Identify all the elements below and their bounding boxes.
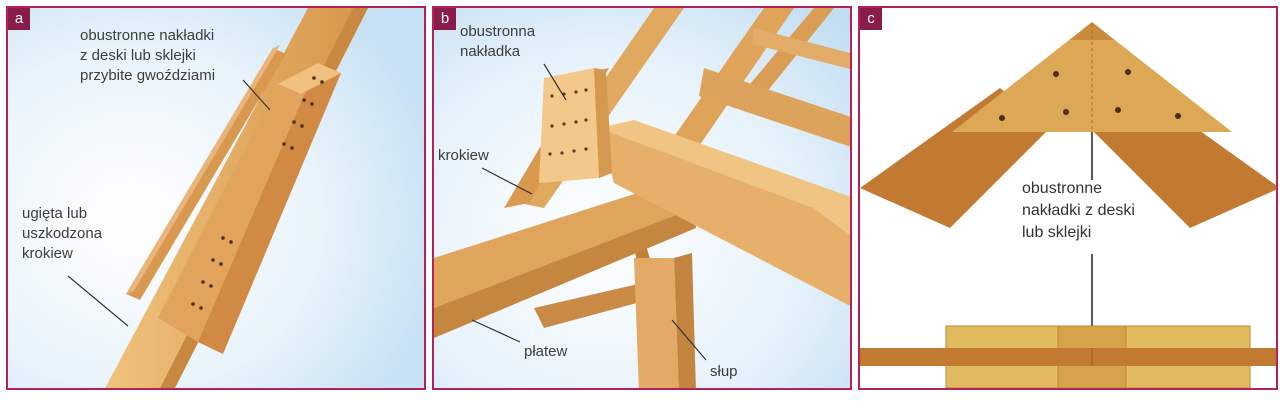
back-overlay-edge [126,45,280,294]
label-overlay-a: obustronne nakładki z deski lub sklejki … [80,26,215,86]
leader-line-rafter [481,167,533,195]
label-line: obustronna [460,23,536,40]
label-line: ugięta lub [22,205,88,222]
purlin-underside [434,208,696,338]
leader-line-post [671,319,707,361]
leader-line-purlin [471,319,521,343]
gusset-plate [952,22,1232,132]
panel-letter-b: b [434,8,456,30]
purlin [434,178,694,308]
background-beam [699,68,850,147]
label-purlin-b: płatew [524,343,568,360]
tie-beam-top [599,120,850,235]
label-line: nakładka [460,43,521,60]
panel-a: a obustronne nakładki z deski lub sklejk… [6,6,426,390]
nails [191,76,324,310]
background-beam [752,28,850,69]
leader-line-overlay [242,79,271,111]
label-line: obustronne nakładki [80,27,215,44]
plan-rafter [860,348,1276,366]
front-overlay-plank [198,63,341,354]
leader-line-rafter [67,275,129,327]
front-overlay-top [278,63,341,94]
label-line: krokiew [22,245,73,262]
label-rafter-a: ugięta lub uszkodzona krokiew [22,204,102,264]
post-side [674,253,696,388]
overlay-plate [539,68,599,183]
label-line: lub sklejki [1022,224,1092,241]
background-rafter [734,8,834,108]
panel-b: b obustronna nakładka krokiew płatew słu… [432,6,852,390]
label-rafter-b: krokiew [438,147,489,164]
overlay-plate-edge [594,68,612,178]
tie-beam [599,128,850,306]
label-line: obustronne [1022,180,1103,197]
nails [999,69,1181,121]
panel-c-illustration [860,22,1276,388]
label-overlay-c: obustronne nakładki z deski lub sklejki [1022,178,1135,244]
panel-b-illustration [434,8,850,388]
panel-a-illustration [8,8,424,388]
front-overlay-face [158,63,318,342]
panel-c: c obustronne nakładki z deski lub sklejk… [858,6,1278,390]
label-line: z deski lub sklejki [80,47,196,64]
nails [548,88,588,156]
label-overlay-b: obustronna nakładka [460,22,535,62]
post [634,258,679,388]
label-line: przybite gwoździami [80,67,216,84]
label-line: nakładki z deski [1022,202,1135,219]
label-line: uszkodzona [22,225,103,242]
leader-line-overlay [543,63,567,101]
panel-letter-c: c [860,8,882,30]
label-post-b: słup [710,363,738,380]
panel-letter-a: a [8,8,30,30]
